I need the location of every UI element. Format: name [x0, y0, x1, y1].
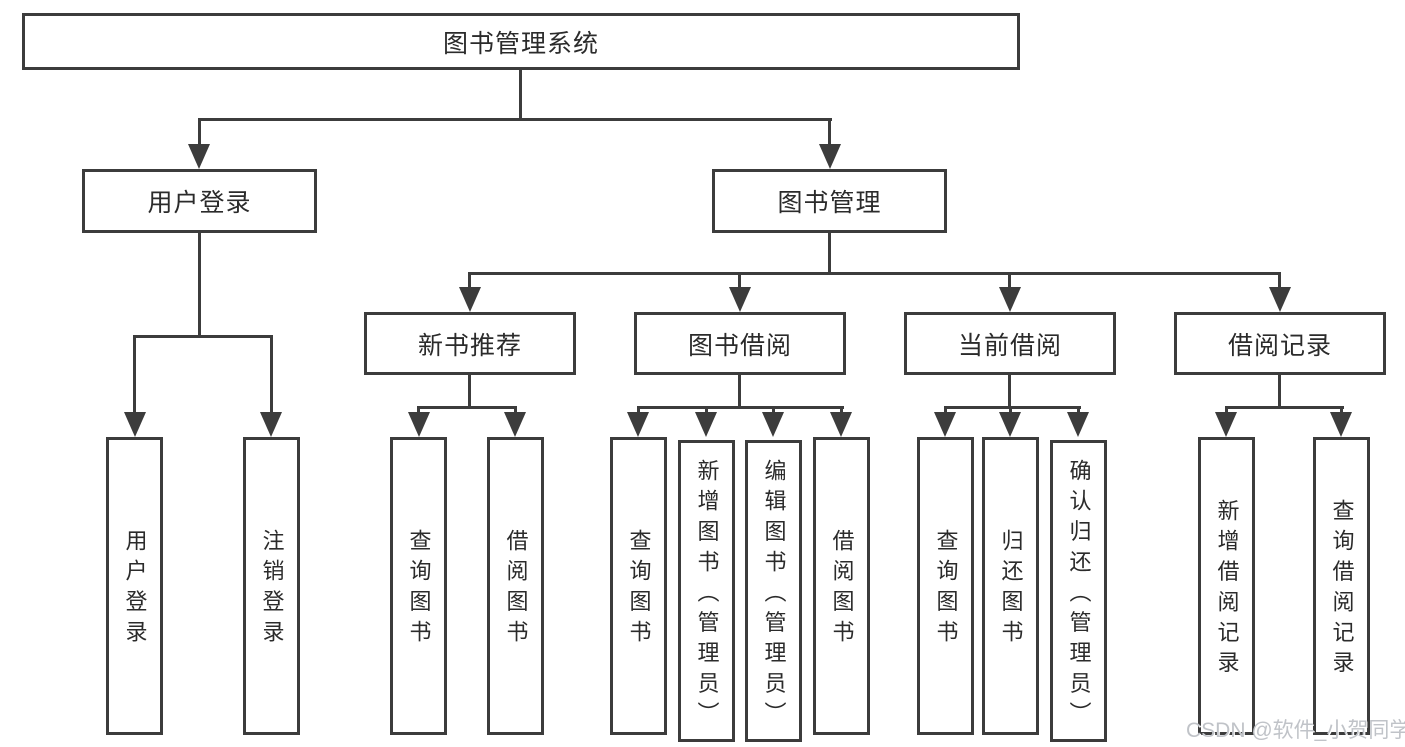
- arrowhead: [1269, 287, 1291, 312]
- node-label: 新书推荐: [417, 331, 522, 360]
- connector-stem: [1278, 272, 1281, 289]
- leaf-borrow-books-1: 借阅图书: [487, 437, 544, 735]
- connector-stem: [270, 335, 273, 413]
- arrowhead: [999, 412, 1021, 437]
- leaf-query-borrow-record: 查询借阅记录: [1313, 437, 1370, 735]
- connector-stem: [828, 118, 831, 146]
- connector-rail: [417, 406, 517, 409]
- node-label: 用户登录: [147, 189, 252, 217]
- connector-stem: [417, 406, 420, 414]
- connector-stem: [772, 406, 775, 414]
- connector-rail: [944, 406, 1081, 409]
- connector-rail: [1225, 406, 1344, 409]
- leaf-query-books-3: 查询图书: [917, 437, 974, 735]
- connector-stem: [198, 233, 201, 335]
- leaf-borrow-books-2: 借阅图书: [813, 437, 870, 735]
- connector-stem: [1278, 375, 1281, 408]
- leaf-label: 借阅图书: [503, 529, 529, 651]
- leaf-label: 查询图书: [406, 529, 432, 651]
- connector-level3-rail: [468, 272, 1281, 275]
- connector-stem: [705, 406, 708, 414]
- arrowhead: [1215, 412, 1237, 437]
- leaf-label: 编辑图书（管理员）: [761, 458, 787, 732]
- arrowhead: [695, 412, 717, 437]
- node-book-management: 图书管理: [712, 169, 947, 233]
- connector-stem: [738, 375, 741, 408]
- leaf-label: 查询图书: [626, 529, 652, 651]
- node-book-borrowing: 图书借阅: [634, 312, 846, 375]
- node-label: 图书借阅: [687, 331, 792, 360]
- connector-stem: [198, 118, 201, 146]
- leaf-label: 新增图书（管理员）: [694, 458, 720, 732]
- arrowhead: [819, 144, 841, 169]
- connector-stem: [738, 272, 741, 289]
- connector-stem: [514, 406, 517, 414]
- arrowhead: [830, 412, 852, 437]
- leaf-return-books: 归还图书: [982, 437, 1039, 735]
- connector-rail: [637, 406, 844, 409]
- leaf-add-books-admin: 新增图书（管理员）: [678, 440, 735, 742]
- leaf-label: 注销登录: [259, 529, 285, 651]
- node-new-book-recommend: 新书推荐: [364, 312, 576, 375]
- arrowhead: [762, 412, 784, 437]
- leaf-label: 用户登录: [122, 529, 148, 651]
- connector-stem: [1225, 406, 1228, 414]
- node-label: 图书管理系统: [442, 29, 599, 58]
- leaf-label: 查询图书: [933, 529, 959, 651]
- arrowhead: [459, 287, 481, 312]
- arrowhead: [729, 287, 751, 312]
- leaf-label: 借阅图书: [829, 529, 855, 651]
- node-label: 图书管理: [777, 189, 882, 217]
- leaf-query-books-2: 查询图书: [610, 437, 667, 735]
- leaf-label: 查询借阅记录: [1329, 499, 1355, 682]
- leaf-label: 归还图书: [998, 529, 1024, 651]
- leaf-user-login: 用户登录: [106, 437, 163, 735]
- leaf-logout: 注销登录: [243, 437, 300, 735]
- connector-stem: [1077, 406, 1080, 414]
- arrowhead: [124, 412, 146, 437]
- arrowhead: [627, 412, 649, 437]
- leaf-label: 确认归还（管理员）: [1066, 458, 1092, 732]
- arrowhead: [934, 412, 956, 437]
- connector-stem: [1009, 406, 1012, 414]
- leaf-label: 新增借阅记录: [1214, 499, 1240, 682]
- node-current-borrowing: 当前借阅: [904, 312, 1116, 375]
- node-user-login: 用户登录: [82, 169, 317, 233]
- csdn-watermark: CSDN @软件_小贺同学: [1186, 719, 1405, 742]
- connector-stem: [1340, 406, 1343, 414]
- node-label: 当前借阅: [957, 331, 1062, 360]
- connector-stem: [637, 406, 640, 414]
- connector-level2-rail: [198, 118, 832, 121]
- leaf-edit-books-admin: 编辑图书（管理员）: [745, 440, 802, 742]
- connector-rail: [133, 335, 273, 338]
- arrowhead: [188, 144, 210, 169]
- leaf-confirm-return-admin: 确认归还（管理员）: [1050, 440, 1107, 742]
- arrowhead: [1330, 412, 1352, 437]
- connector-stem: [1008, 375, 1011, 408]
- connector-stem: [828, 233, 831, 272]
- connector-stem: [468, 272, 471, 289]
- leaf-add-borrow-record: 新增借阅记录: [1198, 437, 1255, 735]
- connector-stem: [944, 406, 947, 414]
- leaf-query-books-1: 查询图书: [390, 437, 447, 735]
- node-borrowing-records: 借阅记录: [1174, 312, 1386, 375]
- arrowhead: [999, 287, 1021, 312]
- arrowhead: [260, 412, 282, 437]
- connector-stem: [133, 335, 136, 413]
- arrowhead: [408, 412, 430, 437]
- node-label: 借阅记录: [1227, 331, 1332, 360]
- connector-stem: [468, 375, 471, 408]
- connector-stem: [840, 406, 843, 414]
- connector-stem: [1008, 272, 1011, 289]
- connector-root-stem: [519, 70, 522, 118]
- arrowhead: [1067, 412, 1089, 437]
- arrowhead: [504, 412, 526, 437]
- node-library-management-system: 图书管理系统: [22, 13, 1020, 70]
